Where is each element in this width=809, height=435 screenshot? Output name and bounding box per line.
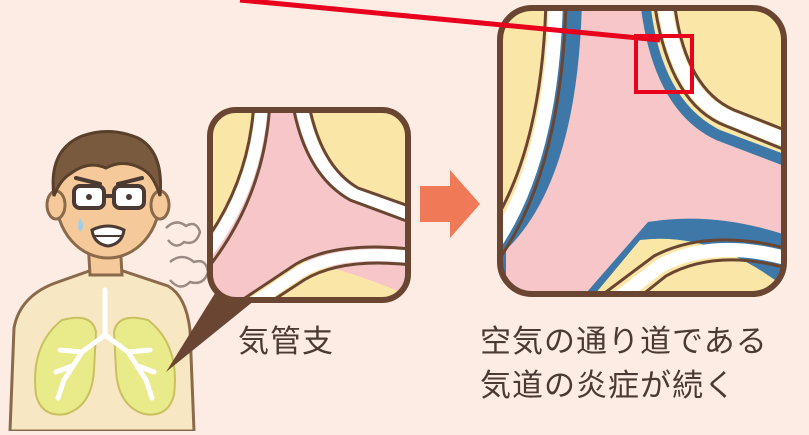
right-arrow-icon — [420, 170, 480, 238]
bronchi-label: 気管支 — [238, 320, 334, 364]
cough-puff-icon — [166, 222, 208, 286]
bronchi-panel — [196, 100, 420, 318]
inflamed-airway-panel — [478, 0, 800, 330]
inflamed-airway-label: 空気の通り道である 気道の炎症が続く — [480, 320, 768, 408]
inflamed-airway-label-line1: 空気の通り道である — [480, 320, 768, 364]
inflamed-airway-label-line2: 気道の炎症が続く — [480, 364, 768, 408]
